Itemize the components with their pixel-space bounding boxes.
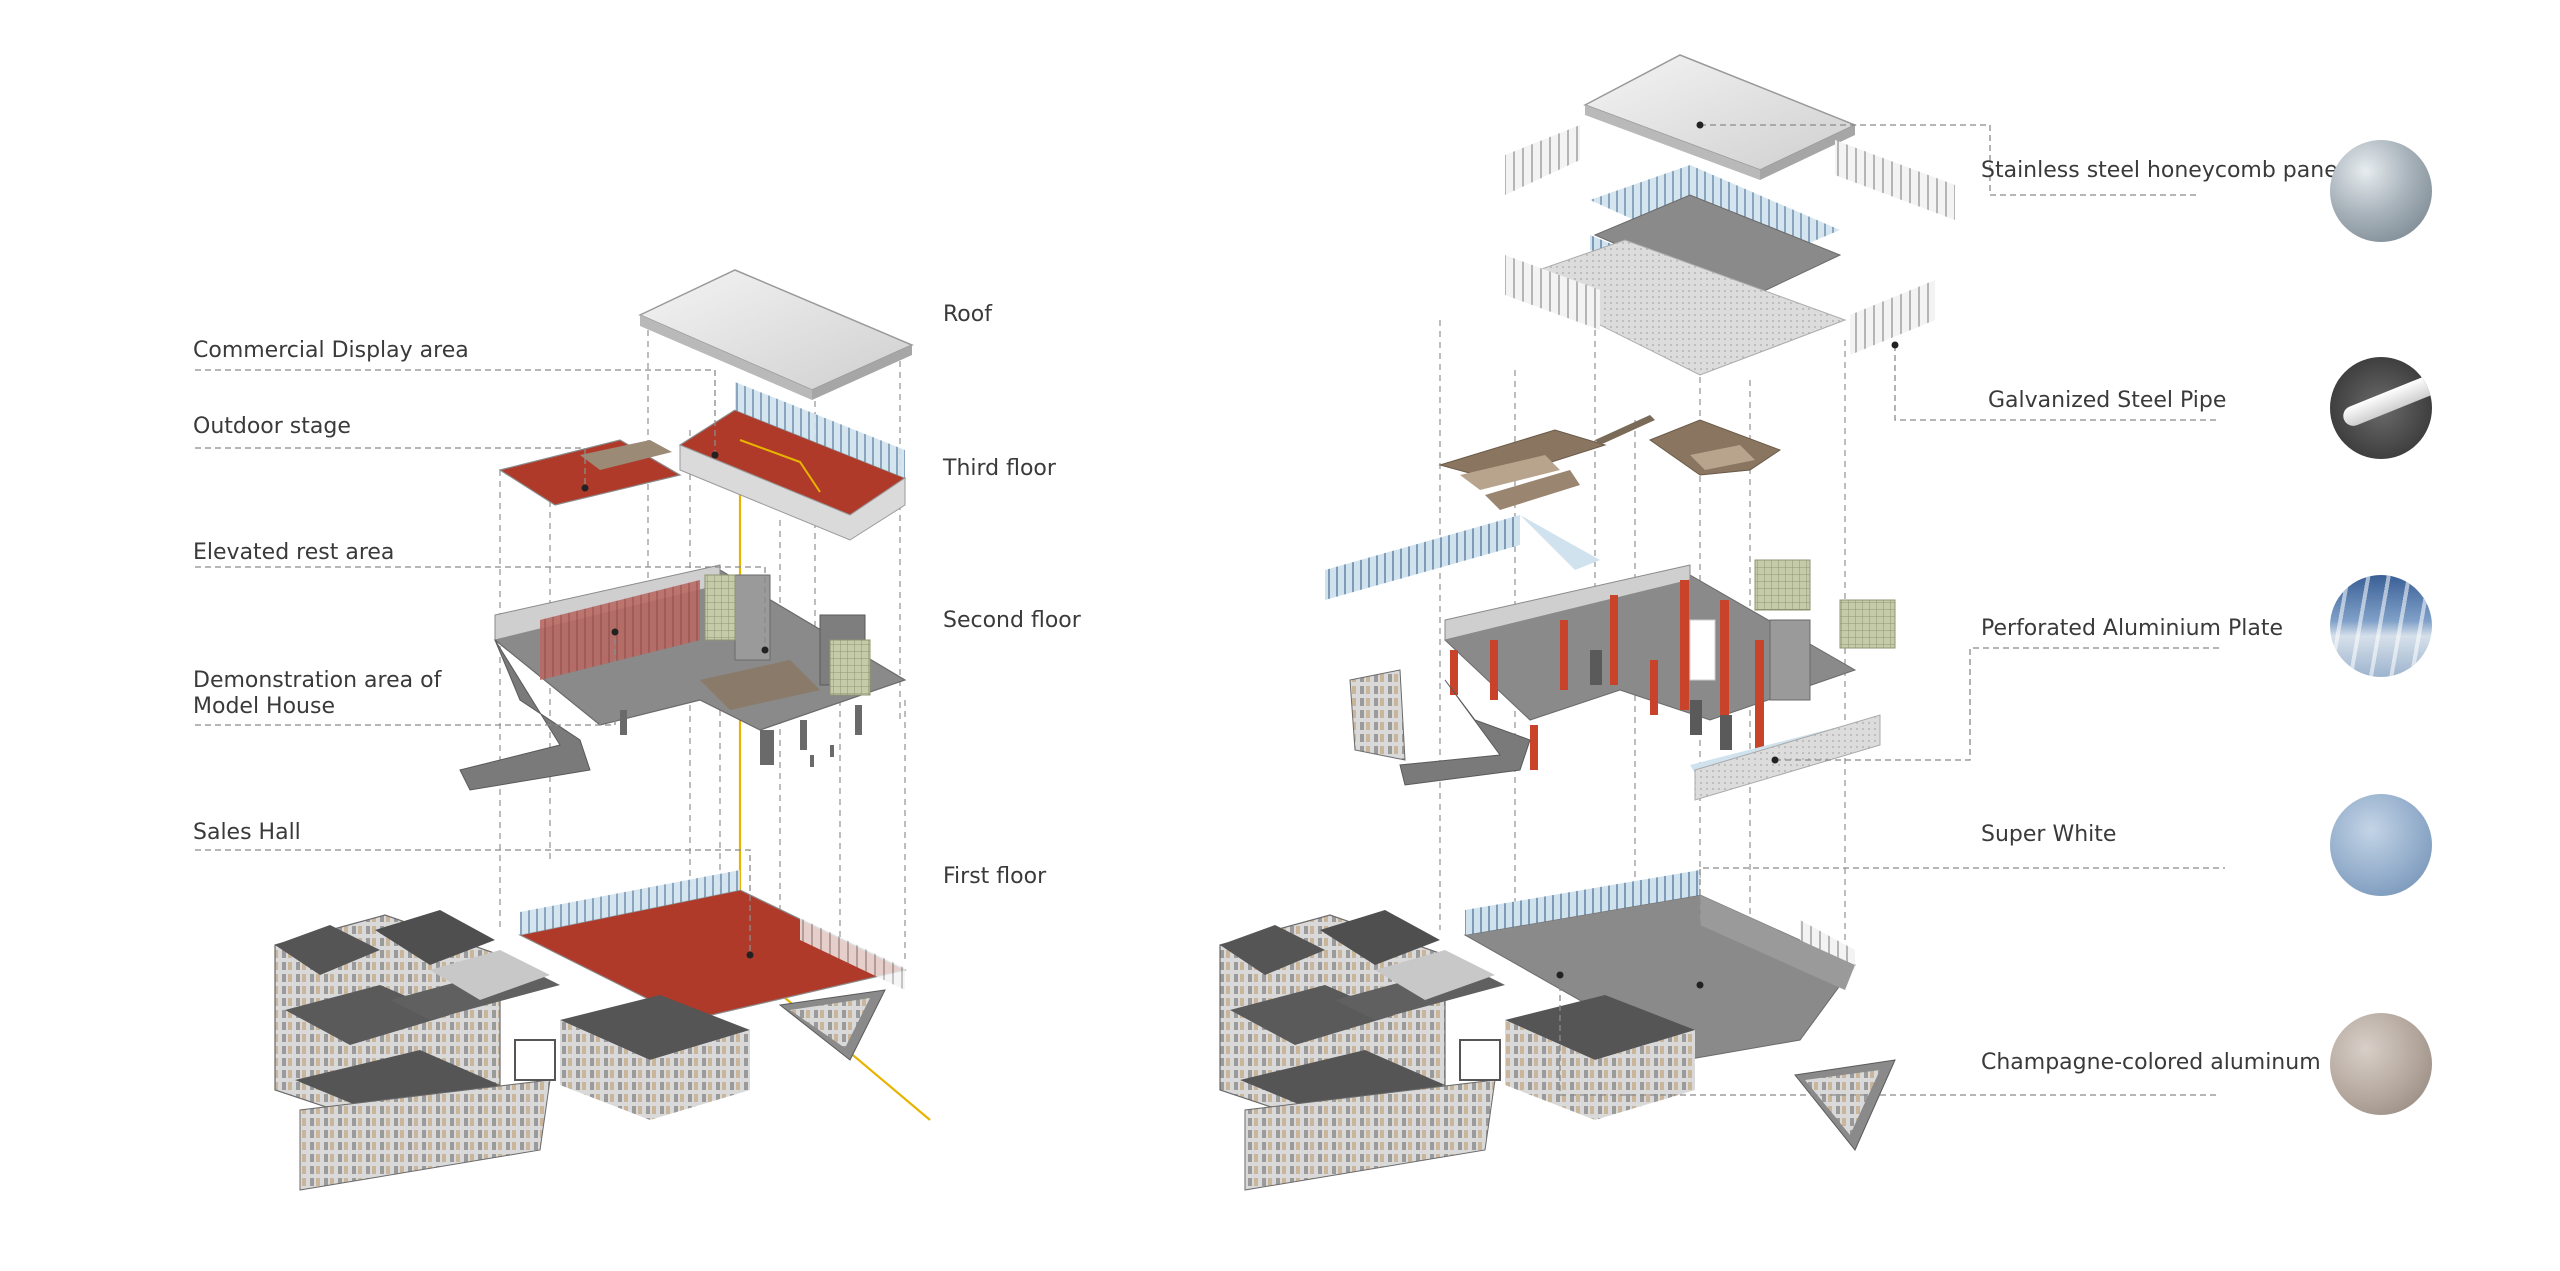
right-leader-lines — [1559, 124, 2225, 1096]
right-glass-shadow — [1520, 515, 1600, 570]
label-demonstration-area-line1: Demonstration area of — [193, 668, 442, 693]
left-roof — [638, 269, 914, 400]
right-fins-mid-right — [1850, 280, 1935, 355]
label-demonstration-area-line2: Model House — [193, 694, 335, 719]
right-fins-mid-left — [1505, 255, 1600, 330]
label-super-white: Super White — [1981, 822, 2117, 847]
glass-texture-icon — [2330, 794, 2432, 896]
right-wood-pieces — [1438, 415, 1782, 510]
roof-fins-left — [1505, 125, 1580, 195]
label-elevated-rest-area: Elevated rest area — [193, 540, 395, 565]
label-third-floor: Third floor — [943, 456, 1056, 481]
label-first-floor: First floor — [943, 864, 1047, 889]
label-galvanized-steel-pipe: Galvanized Steel Pipe — [1988, 388, 2227, 413]
left-first-floor — [518, 870, 907, 1061]
right-first-floor — [1463, 870, 1896, 1151]
label-second-floor: Second floor — [943, 608, 1081, 633]
right-perforated-panel — [1694, 714, 1881, 801]
right-leader-dots — [1556, 121, 1899, 989]
label-commercial-display-area: Commercial Display area — [193, 338, 469, 363]
right-axonometric — [1219, 54, 2225, 1191]
label-outdoor-stage: Outdoor stage — [193, 414, 351, 439]
pipe-texture-icon — [2330, 357, 2432, 459]
left-leader-lines — [195, 369, 766, 955]
roof-fins-right — [1835, 140, 1955, 220]
right-roof — [1583, 54, 1857, 180]
right-perforated-slab — [1508, 239, 1847, 376]
steel-texture-icon — [2330, 140, 2432, 242]
right-second-floor — [1349, 559, 1896, 786]
label-stainless-steel-honeycomb: Stainless steel honeycomb pane — [1981, 158, 2338, 183]
left-second-floor — [459, 564, 907, 791]
left-house-cluster — [274, 910, 750, 1191]
left-axonometric — [195, 269, 931, 1191]
champagne-metal-texture-icon — [2330, 1013, 2432, 1115]
left-leader-dots — [581, 451, 769, 959]
label-roof: Roof — [943, 302, 992, 327]
left-third-floor — [498, 382, 907, 541]
right-glass-panel-left — [1325, 515, 1520, 600]
label-sales-hall: Sales Hall — [193, 820, 301, 845]
perforated-facade-texture-icon — [2330, 575, 2432, 677]
label-champagne-aluminum: Champagne-colored aluminum — [1981, 1050, 2321, 1075]
right-house-cluster — [1219, 910, 1695, 1191]
label-perforated-aluminium-plate: Perforated Aluminium Plate — [1981, 616, 2284, 641]
